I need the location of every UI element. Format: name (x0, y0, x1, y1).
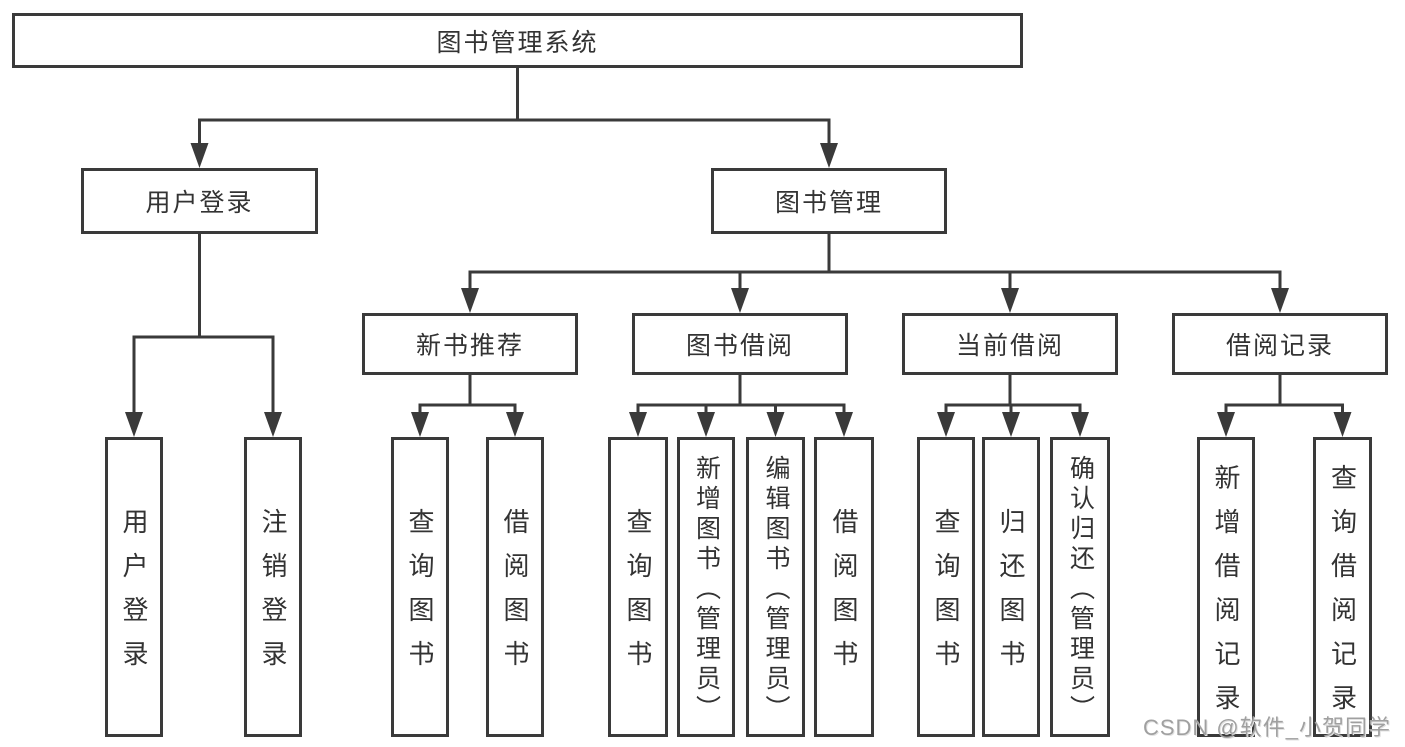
node-label: 确认归还（管理员） (1066, 454, 1095, 725)
node-nbr-query: 查询图书 (391, 437, 449, 737)
node-label: 图书管理系统 (436, 28, 599, 57)
arrowhead-icon (1001, 288, 1019, 313)
node-bb-edit: 编辑图书（管理员） (746, 437, 805, 737)
node-new-book-rec: 新书推荐 (362, 313, 578, 375)
arrowhead-icon (629, 412, 647, 437)
watermark: CSDN @软件_小贺同学 (1142, 715, 1391, 740)
node-book-mgmt: 图书管理 (711, 168, 947, 234)
arrowhead-icon (411, 412, 429, 437)
arrowhead-icon (190, 143, 209, 168)
node-label: 当前借阅 (955, 332, 1064, 360)
arrowhead-icon (766, 412, 785, 437)
arrowhead-icon (731, 288, 749, 313)
node-br-query: 查询借阅记录 (1313, 437, 1372, 737)
arrowhead-icon (506, 412, 524, 437)
node-label: 借阅图书 (829, 508, 859, 684)
node-current-borrow: 当前借阅 (902, 313, 1118, 375)
node-logout: 注销登录 (244, 437, 302, 737)
node-label: 编辑图书（管理员） (762, 454, 790, 725)
node-book-borrow: 图书借阅 (632, 313, 848, 375)
node-root: 图书管理系统 (12, 13, 1023, 68)
arrowhead-icon (937, 412, 955, 437)
node-cb-confirm: 确认归还（管理员） (1050, 437, 1110, 737)
node-label: 查询图书 (405, 508, 435, 684)
arrowhead-icon (1333, 412, 1352, 437)
arrowhead-icon (820, 143, 838, 168)
node-label: 新书推荐 (415, 332, 524, 360)
node-bb-add: 新增图书（管理员） (677, 437, 735, 737)
node-label: 借阅图书 (500, 508, 530, 684)
arrowhead-icon (1217, 412, 1235, 437)
node-label: 用户登录 (119, 508, 149, 684)
node-br-add: 新增借阅记录 (1197, 437, 1255, 737)
node-cb-query: 查询图书 (917, 437, 975, 737)
arrowhead-icon (461, 288, 479, 313)
arrowhead-icon (1002, 412, 1020, 437)
node-cb-return: 归还图书 (982, 437, 1040, 737)
node-label: 用户登录 (145, 189, 254, 217)
arrowhead-icon (264, 412, 282, 437)
arrowhead-icon (697, 412, 715, 437)
node-label: 查询图书 (931, 508, 961, 684)
node-user-login: 用户登录 (81, 168, 318, 234)
node-label: 借阅记录 (1225, 332, 1334, 360)
node-label: 新增图书（管理员） (692, 454, 721, 725)
node-bb-query: 查询图书 (608, 437, 668, 737)
node-bb-borrow: 借阅图书 (814, 437, 874, 737)
arrowhead-icon (125, 412, 143, 437)
node-nbr-borrow: 借阅图书 (486, 437, 544, 737)
arrowhead-icon (1271, 288, 1289, 313)
node-label: 查询图书 (623, 508, 653, 684)
arrowhead-icon (1071, 412, 1089, 437)
arrowhead-icon (835, 412, 853, 437)
node-label: 归还图书 (996, 508, 1026, 684)
node-borrow-records: 借阅记录 (1172, 313, 1388, 375)
node-label: 注销登录 (258, 508, 288, 684)
node-label: 新增借阅记录 (1211, 464, 1241, 728)
node-label: 图书管理 (774, 189, 883, 217)
node-label: 查询借阅记录 (1327, 464, 1358, 728)
node-login: 用户登录 (105, 437, 163, 737)
node-label: 图书借阅 (685, 332, 794, 360)
